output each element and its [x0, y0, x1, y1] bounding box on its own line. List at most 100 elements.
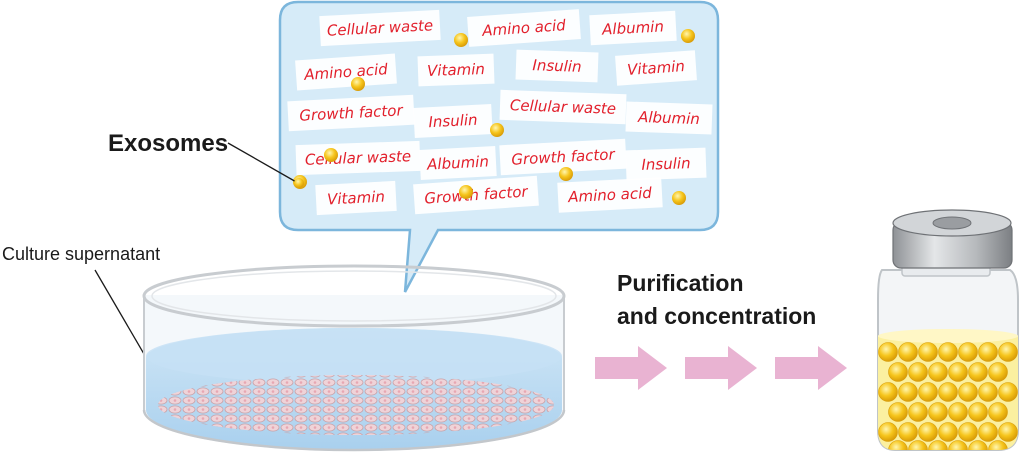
bubble-tag-label: Cellular waste	[326, 16, 433, 40]
vial-exosome-ball	[968, 402, 988, 422]
vial-exosome-ball	[888, 402, 908, 422]
bubble-tag: Albumin	[419, 146, 497, 180]
exosome-dot	[459, 185, 473, 199]
bubble-tag-label: Albumin	[426, 152, 490, 173]
vial-exosome-ball	[968, 440, 988, 450]
vial-exosome-ball	[908, 362, 928, 382]
vial-exosome-ball	[938, 422, 958, 442]
vial-exosome-ball	[898, 382, 918, 402]
bubble-tag-bg	[625, 147, 707, 181]
exosome-dot	[559, 167, 573, 181]
vial-exosome-ball	[948, 440, 968, 450]
bubble-tag-bg	[295, 53, 397, 91]
process-arrow-2	[685, 346, 757, 390]
bubble-tag: Cellular waste	[319, 9, 441, 47]
vial-cap	[892, 209, 1013, 269]
vial-exosome-ball	[928, 362, 948, 382]
bubble-tag: Insulin	[413, 103, 493, 139]
exosome-dot	[324, 148, 338, 162]
bubble-tag-label: Amino acid	[567, 184, 653, 206]
bubble-tag: Amino acid	[467, 9, 581, 47]
vial-exosome-ball	[918, 382, 938, 402]
vial-exosome-ball	[958, 342, 978, 362]
bubble-tag-label: Insulin	[641, 154, 691, 174]
bubble-tag: Vitamin	[615, 50, 697, 86]
bubble-tag: Vitamin	[417, 53, 495, 87]
vial-exosome-ball	[888, 362, 908, 382]
vial-exosome-ball	[998, 382, 1018, 402]
bubble-tag-label: Amino acid	[481, 16, 567, 40]
vial-exosome-ball	[998, 342, 1018, 362]
vial-exosome-ball	[978, 422, 998, 442]
exosome-dot	[454, 33, 468, 47]
concentration-label: and concentration	[617, 303, 816, 329]
bubble-tag-label: Vitamin	[427, 60, 485, 80]
vial-exosome-ball	[938, 382, 958, 402]
process-arrow-3	[775, 346, 847, 390]
vial-exosome-ball	[998, 422, 1018, 442]
bubble-tag-label: Growth factor	[299, 101, 404, 124]
bubble-tag-bg	[413, 175, 539, 215]
bubble-tag-bg	[467, 9, 581, 47]
vial-exosome-ball	[968, 362, 988, 382]
vial-exosome-ball	[928, 402, 948, 422]
bubble-tag-label: Vitamin	[627, 57, 686, 79]
exosomes-leader-line	[227, 142, 299, 184]
bubble-tag-bg	[515, 49, 599, 83]
vial-exosome-ball	[918, 422, 938, 442]
vial-exosome-ball	[898, 342, 918, 362]
exosome-dot	[672, 191, 686, 205]
vial-exosome-ball	[898, 422, 918, 442]
exosome-dot	[490, 123, 504, 137]
bubble-tag-bg	[319, 9, 441, 47]
vial-exosome-ball	[888, 440, 908, 450]
bubble-tag-bg	[419, 146, 497, 180]
vial	[877, 209, 1019, 451]
bubble-tag-bg	[315, 180, 397, 216]
bubble-tag: Cellular waste	[295, 140, 421, 176]
vial-exosome-ball	[908, 440, 928, 450]
exosome-pointer-dot	[294, 178, 304, 188]
exosome-dot	[681, 29, 695, 43]
bubble-tag-label: Albumin	[601, 17, 665, 38]
bubble-tag: Albumin	[589, 10, 677, 46]
vial-exosome-ball	[978, 342, 998, 362]
vial-exosome-ball	[878, 342, 898, 362]
process-arrow-1	[595, 346, 667, 390]
bubble-tag-label: Cellular waste	[305, 147, 412, 169]
bubble-tag: Growth factor	[287, 94, 415, 132]
process-arrows	[595, 346, 847, 390]
bubble-exosomes	[293, 29, 695, 205]
culture-supernatant-label: Culture supernatant	[2, 244, 160, 264]
purification-label: Purification	[617, 270, 744, 296]
bubble-tag-bg	[589, 10, 677, 46]
bubble-tag: Growth factor	[499, 138, 627, 176]
bubble-tag: Insulin	[625, 147, 707, 181]
bubble-tag-bg	[499, 89, 627, 125]
bubble-tag-bg	[413, 103, 493, 139]
vial-exosome-ball	[958, 382, 978, 402]
bubble-tag: Amino acid	[295, 53, 397, 91]
vial-exosome-ball	[948, 362, 968, 382]
vial-exosome-ball	[948, 402, 968, 422]
exosome-dot	[351, 77, 365, 91]
cell-layer	[158, 375, 554, 435]
exosomes-label: Exosomes	[108, 130, 228, 157]
vial-exosome-ball	[988, 362, 1008, 382]
bubble-tag: Growth factor	[413, 175, 539, 215]
petri-dish	[142, 264, 566, 452]
bubble-tag-label: Albumin	[637, 108, 700, 128]
bubble-tag-label: Vitamin	[327, 187, 386, 208]
bubble-tag-label: Insulin	[428, 111, 478, 132]
vial-exosome-ball	[878, 422, 898, 442]
bubble-tag: Vitamin	[315, 180, 397, 216]
vial-exosome-ball	[878, 382, 898, 402]
vial-exosome-ball	[908, 402, 928, 422]
bubble-tag-bg	[499, 138, 627, 176]
vial-exosome-ball	[958, 422, 978, 442]
vial-exosomes	[878, 342, 1018, 450]
vial-exosome-ball	[988, 402, 1008, 422]
vial-exosome-ball	[978, 382, 998, 402]
